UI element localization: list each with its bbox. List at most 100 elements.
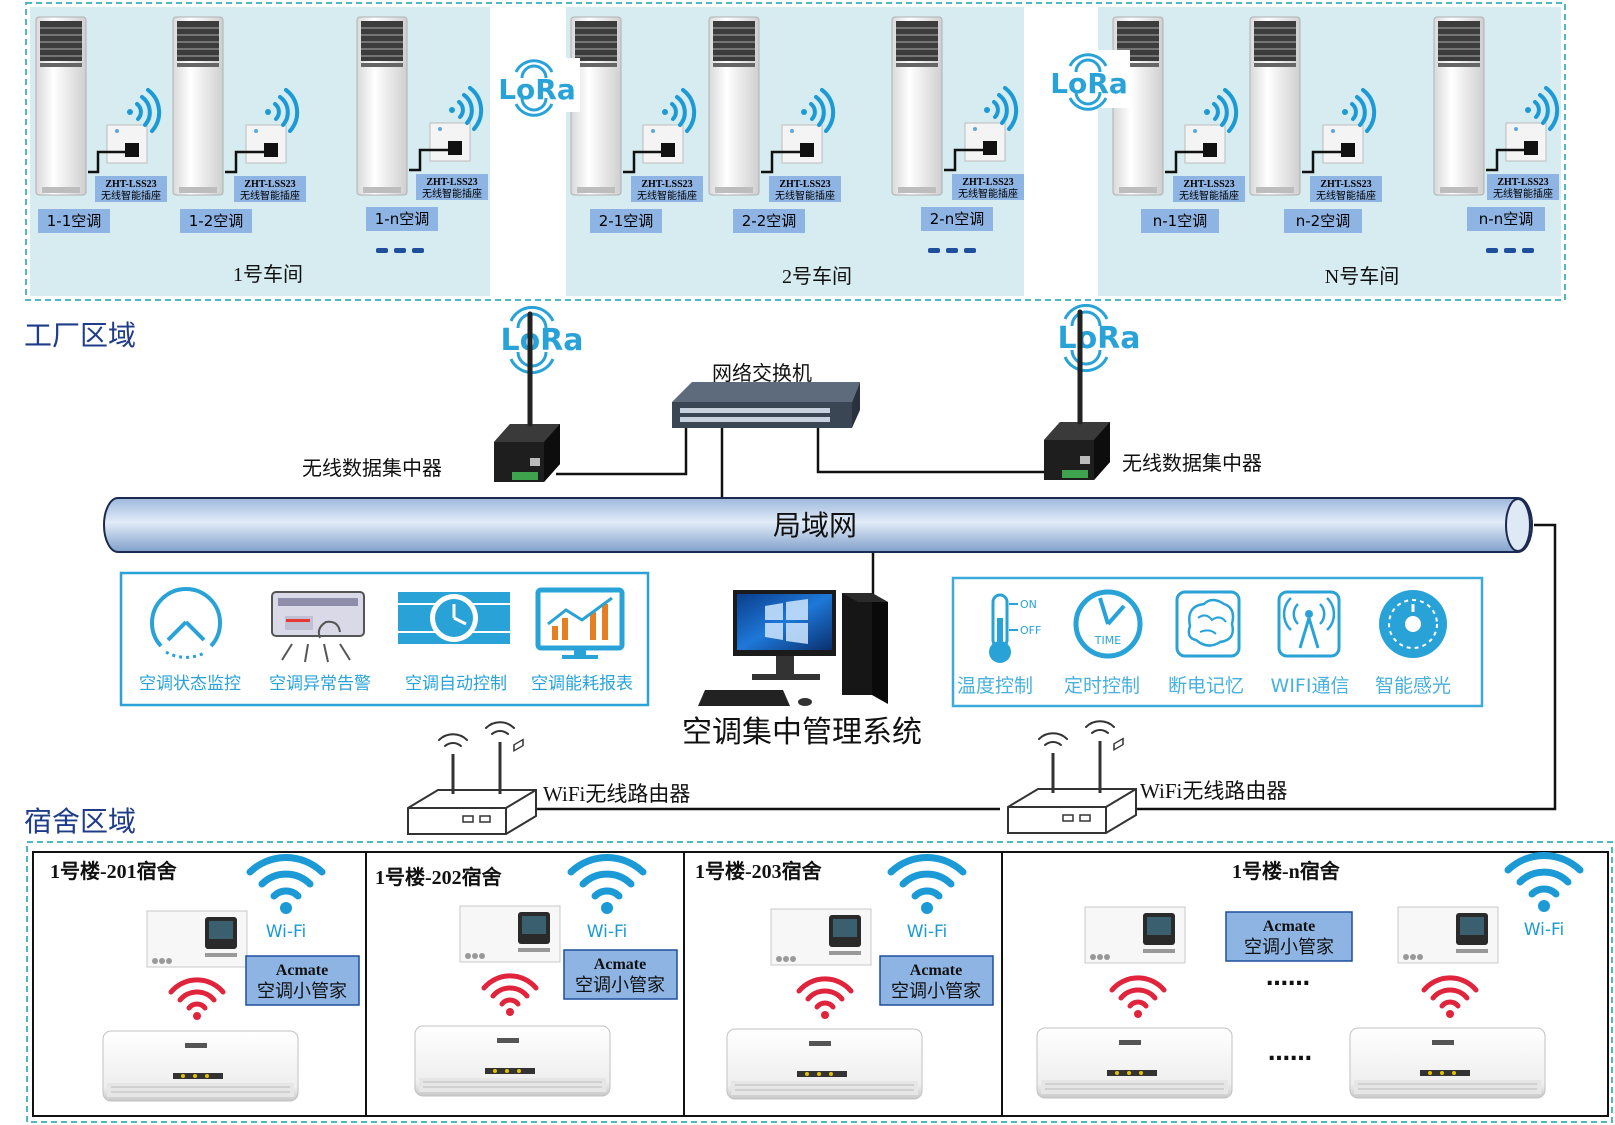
thermostat-controller-icon bbox=[1084, 906, 1186, 964]
workshop-title: 1号车间 bbox=[233, 263, 303, 286]
smart-light-sensor-icon bbox=[1379, 590, 1447, 658]
power-memory-brain-icon bbox=[1175, 590, 1241, 658]
ac-unit-label: 1-n空调 bbox=[375, 210, 429, 228]
auto-control-clock-icon bbox=[398, 592, 510, 644]
smart-socket-icon bbox=[1505, 122, 1547, 162]
ac-unit-label: n-2空调 bbox=[1296, 212, 1350, 230]
socket-model-label: ZHT-LSS23 bbox=[641, 179, 692, 190]
socket-name-label: 无线智能插座 bbox=[637, 189, 697, 202]
socket-name-label: 无线智能插座 bbox=[1493, 187, 1553, 200]
socket-model-label: ZHT-LSS23 bbox=[105, 179, 156, 190]
network-switch-icon bbox=[672, 382, 860, 428]
acmate-name: 空调小管家 bbox=[1244, 937, 1334, 958]
tower-ac-icon bbox=[356, 16, 408, 196]
energy-report-icon bbox=[535, 587, 625, 659]
wifi-text: Wi-Fi bbox=[587, 922, 628, 942]
socket-cables bbox=[88, 148, 1524, 174]
acmate-label-boxes bbox=[245, 911, 1353, 1006]
feature-right-label: 智能感光 bbox=[1375, 675, 1451, 697]
dorm-area-label: 宿舍区域 bbox=[24, 805, 136, 838]
lora-text: LoRa bbox=[1050, 67, 1128, 100]
concentrator-label: 无线数据集中器 bbox=[1122, 451, 1262, 475]
factory-area-label: 工厂区域 bbox=[24, 319, 136, 352]
smart-socket-icon bbox=[642, 124, 684, 164]
acmate-brand: Acmate bbox=[1263, 918, 1315, 935]
feature-left-label: 空调状态监控 bbox=[139, 674, 241, 694]
smart-socket-icon bbox=[245, 124, 287, 164]
tower-ac-icon bbox=[1433, 16, 1485, 196]
room-title: 1号楼-201宿舍 bbox=[50, 859, 178, 883]
feature-left-label: 空调异常告警 bbox=[269, 674, 371, 694]
split-ac-icon bbox=[1036, 1027, 1233, 1099]
factory-area: ZHT-LSS23 ZHT-LSS23 ZHT-LSS23 ZHT-LSS23 … bbox=[25, 2, 1566, 301]
more-units-dots bbox=[376, 248, 1534, 253]
socket-model-label: ZHT-LSS23 bbox=[244, 179, 295, 190]
smart-socket-icon bbox=[1184, 124, 1226, 164]
smart-socket-icon bbox=[106, 124, 148, 164]
feature-left-label: 空调能耗报表 bbox=[531, 674, 633, 694]
acmate-name: 空调小管家 bbox=[891, 981, 981, 1002]
socket-model-label: ZHT-LSS23 bbox=[962, 177, 1013, 188]
smart-socket-icon bbox=[1322, 124, 1364, 164]
acmate-name: 空调小管家 bbox=[575, 975, 665, 996]
socket-model-label: ZHT-LSS23 bbox=[779, 179, 830, 190]
socket-model-label: ZHT-LSS23 bbox=[1497, 177, 1548, 188]
lan-label: 局域网 bbox=[773, 509, 857, 542]
smart-socket-icon bbox=[964, 122, 1006, 162]
socket-name-label: 无线智能插座 bbox=[958, 187, 1018, 200]
lora-logo: LoRa bbox=[493, 305, 591, 375]
feature-right-label: WIFI通信 bbox=[1271, 675, 1350, 697]
acmate-brand: Acmate bbox=[276, 962, 328, 979]
desktop-computer-icon bbox=[698, 590, 888, 706]
time-text: TIME bbox=[1094, 634, 1121, 647]
ac-unit-label: n-1空调 bbox=[1153, 212, 1207, 230]
feature-right-label: 温度控制 bbox=[957, 675, 1033, 697]
smart-socket-icon bbox=[781, 124, 823, 164]
lora-text: LoRa bbox=[1057, 321, 1140, 356]
split-ac-icon bbox=[1349, 1027, 1546, 1099]
lora-logo: LoRa bbox=[1044, 50, 1130, 111]
lan-pipe bbox=[103, 497, 1533, 553]
wifi-text: Wi-Fi bbox=[907, 922, 948, 942]
ellipsis: …… bbox=[1266, 966, 1310, 991]
lora-text: LoRa bbox=[498, 73, 576, 106]
thermostat-controller-icon bbox=[770, 908, 872, 966]
thermostat-controller-icon bbox=[459, 905, 561, 963]
room-title: 1号楼-202宿舍 bbox=[375, 865, 503, 889]
feature-panel-right: ON OFF TIME bbox=[951, 576, 1484, 708]
ac-unit-label: 2-1空调 bbox=[599, 212, 654, 230]
ac-unit-label: 1-2空调 bbox=[189, 212, 244, 230]
ac-unit-label-boxes bbox=[38, 207, 1545, 233]
thermostat-controller-icon bbox=[146, 910, 248, 968]
socket-name-label: 无线智能插座 bbox=[422, 187, 482, 200]
ac-unit-label: 2-2空调 bbox=[742, 212, 797, 230]
socket-name-label: 无线智能插座 bbox=[1179, 189, 1239, 202]
dorm-area: 1号楼-201宿舍 1号楼-202宿舍 1号楼-203宿舍 1号楼-n宿舍 Wi… bbox=[26, 841, 1613, 1123]
switch-label: 网络交换机 bbox=[712, 361, 812, 385]
socket-model-label: ZHT-LSS23 bbox=[1183, 179, 1234, 190]
smart-socket-icon bbox=[429, 122, 471, 162]
acmate-brand: Acmate bbox=[594, 956, 646, 973]
workshop-title: 2号车间 bbox=[782, 265, 852, 288]
split-ac-icon bbox=[726, 1028, 923, 1100]
status-monitor-icon bbox=[150, 587, 222, 659]
concentrator-label: 无线数据集中器 bbox=[302, 456, 442, 480]
ac-alarm-icon bbox=[271, 591, 365, 663]
ac-unit-label: n-n空调 bbox=[1479, 210, 1533, 228]
socket-name-label: 无线智能插座 bbox=[775, 189, 835, 202]
ac-unit-label: 1-1空调 bbox=[47, 212, 102, 230]
feature-right-label: 断电记忆 bbox=[1168, 675, 1244, 697]
tower-ac-icon bbox=[35, 16, 87, 196]
wifi-router-icon bbox=[406, 720, 538, 836]
split-ac-icon bbox=[414, 1025, 611, 1097]
temperature-control-icon: ON OFF bbox=[989, 593, 1041, 663]
wifi-router-icon bbox=[1006, 719, 1138, 835]
acmate-name: 空调小管家 bbox=[257, 981, 347, 1002]
socket-name-label: 无线智能插座 bbox=[101, 189, 161, 202]
tower-ac-icon bbox=[1249, 16, 1301, 196]
feature-panel-left: 空调状态监控 空调异常告警 空调自动控制 空调能耗报表 bbox=[119, 571, 650, 707]
split-ac-icon bbox=[102, 1030, 299, 1102]
network-cables bbox=[535, 428, 1557, 811]
lora-logo: LoRa bbox=[494, 58, 580, 117]
timer-control-icon: TIME bbox=[1073, 589, 1143, 659]
